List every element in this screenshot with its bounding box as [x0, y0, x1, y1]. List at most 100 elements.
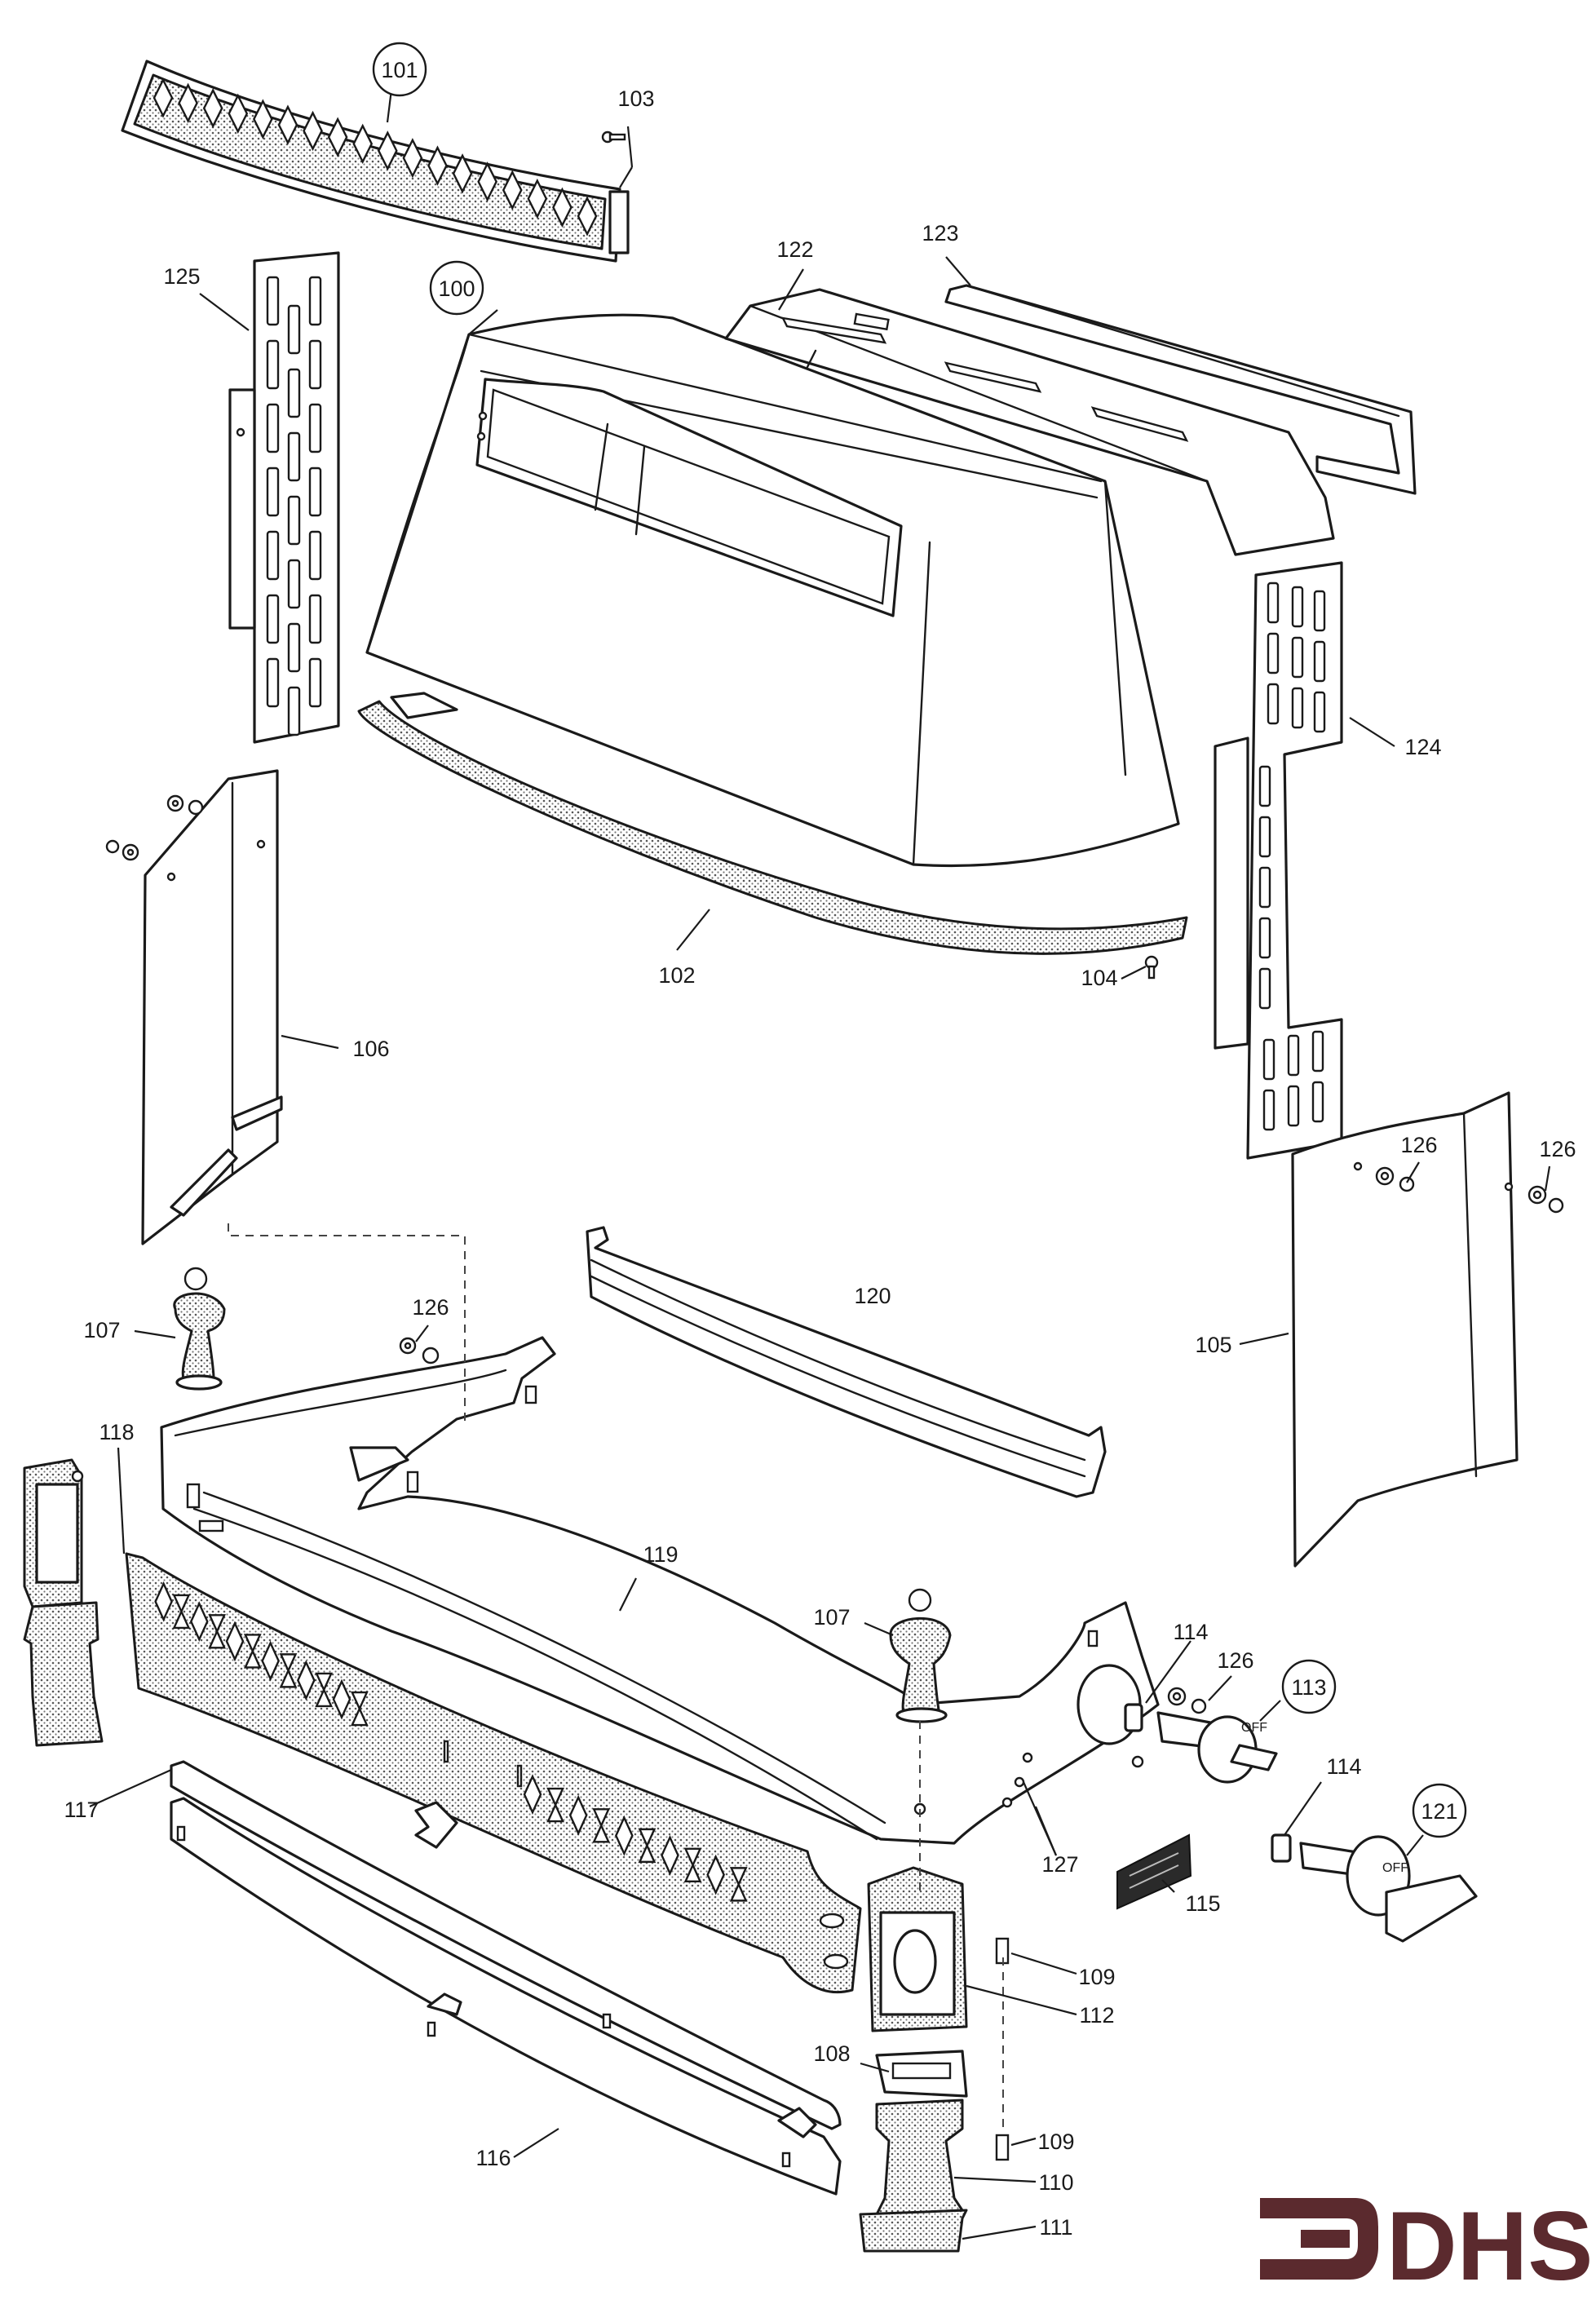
callout-126a: 126	[1400, 1133, 1437, 1157]
grille-125-slot	[266, 276, 280, 326]
grille-124-slot	[1258, 765, 1271, 807]
fascia-117-slot	[638, 1828, 657, 1864]
grille-125-slot	[266, 657, 280, 708]
callout-126c: 126	[412, 1295, 449, 1320]
grille-101-slot	[502, 170, 523, 210]
callout-114b: 114	[1326, 1754, 1361, 1779]
callout-121-circle	[1412, 1783, 1467, 1838]
part-115-badge	[1116, 1833, 1192, 1910]
dhs-logo: DHS	[1260, 2191, 1593, 2301]
fascia-117-slot	[243, 1634, 262, 1669]
callout-labels: 101 103 100 122 123 125 124 102 104 106 …	[64, 42, 1576, 2240]
grille-124-slot	[1313, 640, 1326, 683]
callout-123: 123	[922, 221, 958, 245]
grille-124-slot	[1287, 1085, 1300, 1127]
part-120-rail	[586, 1226, 1107, 1498]
fascia-117-slot	[615, 1815, 634, 1856]
part-106-left-panel	[141, 769, 283, 1245]
grille-124-slot	[1258, 866, 1271, 909]
grille-124-slot	[1313, 691, 1326, 733]
callout-114a: 114	[1173, 1620, 1208, 1644]
grille-124-slot	[1313, 590, 1326, 632]
grille-125-slot	[287, 686, 301, 736]
grille-124-slot	[1291, 687, 1304, 729]
grille-125-slot	[308, 530, 322, 581]
fascia-117-slot	[279, 1653, 298, 1688]
screws-106	[105, 794, 204, 861]
grille-125-slot	[266, 467, 280, 517]
callout-124: 124	[1404, 735, 1441, 759]
part-113-knob: OFF	[1124, 1703, 1278, 1784]
callout-121: 121	[1421, 1799, 1457, 1824]
callout-118: 118	[99, 1420, 134, 1444]
callout-116: 116	[475, 2146, 511, 2170]
callout-110: 110	[1038, 2170, 1073, 2195]
grille-124-slot	[1287, 1034, 1300, 1077]
grille-101-slot	[577, 196, 598, 237]
part-112-right-post-upper	[867, 1866, 968, 2032]
grille-125-slot	[308, 467, 322, 517]
grille-124-slot	[1262, 1038, 1275, 1081]
grille-125-slot	[266, 594, 280, 644]
fascia-117-slot	[332, 1678, 351, 1720]
grille-124-slot	[1258, 917, 1271, 959]
fascia-117-slot	[661, 1835, 679, 1876]
part-125-left-grille	[228, 251, 340, 744]
grille-101-slot	[552, 187, 573, 228]
grille-124-slot	[1258, 816, 1271, 858]
callout-101: 101	[381, 58, 418, 82]
part-124-right-grille	[1214, 561, 1343, 1160]
fascia-117-slot	[546, 1787, 564, 1823]
grille-101-slot	[228, 93, 249, 134]
callout-101-circle	[372, 42, 427, 97]
callout-102: 102	[658, 963, 695, 988]
part-102-trim	[357, 692, 1188, 955]
grille-124-slot	[1258, 967, 1271, 1010]
part-116-bottom-strip	[170, 1760, 842, 2196]
callout-126b: 126	[1539, 1137, 1576, 1161]
grille-125-slot	[287, 559, 301, 609]
grille-124-slot	[1291, 586, 1304, 628]
grille-124-slot	[1311, 1081, 1324, 1123]
knob-113-off-mark: OFF	[1241, 1721, 1267, 1735]
callout-100: 100	[438, 276, 475, 301]
grille-101-slot	[352, 123, 374, 164]
part-122-top-channel	[724, 288, 1335, 556]
grille-101-slot	[153, 77, 174, 118]
fascia-117-slot	[189, 1601, 209, 1643]
part-101-top-grille	[121, 60, 630, 263]
leader-lines	[89, 89, 1551, 2240]
grille-124-slot	[1267, 582, 1280, 624]
callout-103: 103	[617, 86, 654, 111]
dhs-logo-text: DHS	[1386, 2191, 1593, 2301]
fascia-117-slot	[225, 1621, 245, 1662]
grille-125-slot	[287, 431, 301, 482]
screw-104	[1144, 955, 1159, 980]
grille-124-slot	[1262, 1089, 1275, 1131]
fascia-117-slot	[297, 1660, 316, 1701]
callout-117: 117	[64, 1798, 99, 1822]
grille-101-slot	[178, 82, 198, 124]
grille-125-slot	[266, 530, 280, 581]
knob-121-off-mark: OFF	[1382, 1861, 1408, 1875]
grille-125-slot	[266, 339, 280, 390]
screws-126-right	[1375, 1166, 1564, 1214]
callout-108: 108	[813, 2041, 850, 2066]
fascia-117-slot	[568, 1794, 588, 1836]
grille-124-slot	[1267, 683, 1280, 725]
fascia-117-slot	[172, 1594, 191, 1630]
screw-126-knob	[1167, 1687, 1207, 1714]
grille-125-slot	[287, 495, 301, 546]
dhs-logo-mark	[1260, 2198, 1378, 2280]
part-105-right-panel	[1291, 1091, 1519, 1568]
part-117-front-fascia	[125, 1552, 862, 1994]
callout-122: 122	[776, 237, 813, 262]
callout-107b: 107	[813, 1605, 850, 1630]
callout-113: 113	[1291, 1675, 1326, 1700]
grille-101-slot	[277, 104, 298, 145]
callout-125: 125	[163, 264, 200, 289]
grille-125-slot	[287, 304, 301, 355]
callout-106: 106	[352, 1037, 389, 1061]
fascia-117-slot	[261, 1640, 280, 1682]
grille-125-slot	[308, 403, 322, 453]
